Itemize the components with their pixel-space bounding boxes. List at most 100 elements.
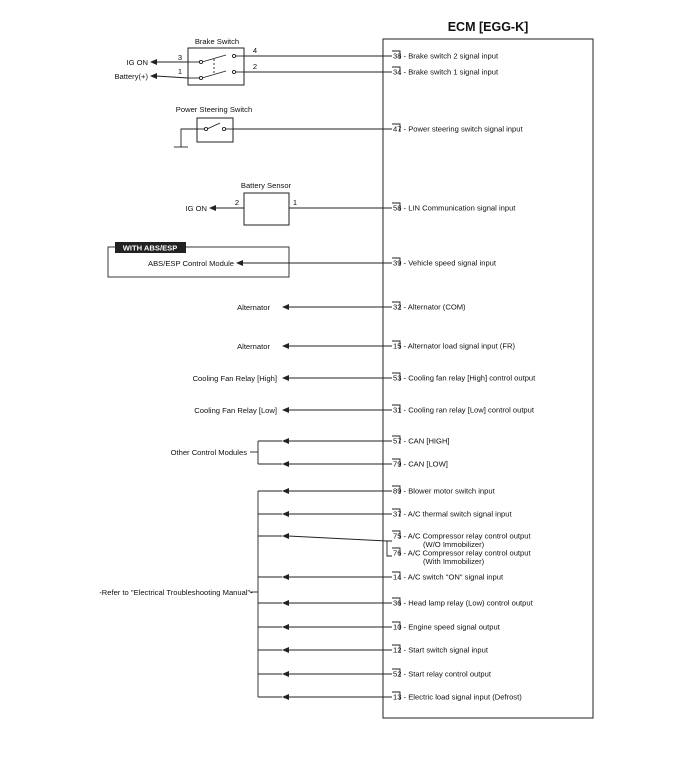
refer-wire	[287, 535, 388, 542]
battery-ig-arrow	[209, 205, 216, 211]
ecm-pin-label: 75 - A/C Compressor relay control output	[393, 532, 531, 541]
refer-arrow	[282, 671, 289, 677]
pin-bracket	[392, 50, 401, 59]
refer-lines	[258, 488, 392, 700]
pin-bracket	[392, 458, 401, 467]
refer-arrow	[282, 574, 289, 580]
ig-on-label: IG ON	[126, 58, 148, 67]
ecm-pin-label: 58 - LIN Communication signal input	[393, 204, 516, 213]
ecm-pin-label: 15 - Alternator load signal input (FR)	[393, 342, 515, 351]
ecm-pin-label: 10 - Engine speed signal output	[393, 623, 501, 632]
ecm-pin-label: 89 - Blower motor switch input	[393, 487, 496, 496]
refer-manual-label: -Refer to "Electrical Troubleshooting Ma…	[99, 588, 253, 597]
pin-bracket	[392, 404, 401, 413]
ecm-pin-row: 14 - A/C switch "ON" signal input	[392, 571, 504, 582]
ecm-pin-label: 47 - Power steering switch signal input	[393, 125, 523, 134]
refer-arrow	[282, 488, 289, 494]
fan-low-label: Cooling Fan Relay [Low]	[194, 406, 277, 415]
pin-bracket	[392, 372, 401, 381]
battery-sensor-title: Battery Sensor	[241, 181, 292, 190]
ecm-pin-row: 57 - CAN [HIGH]	[392, 435, 450, 446]
ecm-pin-row: 31 - Cooling ran relay [Low] control out…	[392, 404, 535, 415]
power-steering-title: Power Steering Switch	[176, 105, 252, 114]
ecm-pin-row: 38 - Brake switch 2 signal input	[392, 50, 499, 61]
ecm-pin-label: 36 - Head lamp relay (Low) control outpu…	[393, 599, 534, 608]
ecm-pin-label: 13 - Electric load signal input (Defrost…	[393, 693, 522, 702]
ecm-pin-row: 52 - Start relay control output	[392, 668, 492, 679]
battery-arrow	[150, 73, 157, 79]
pin-bracket	[392, 257, 401, 266]
ecm-pin-row: 89 - Blower motor switch input	[392, 485, 496, 496]
ecm-pin-label: 38 - Brake switch 2 signal input	[393, 52, 499, 61]
pin-bracket	[392, 597, 401, 606]
refer-arrow	[282, 511, 289, 517]
ecm-pin-sublabel: (W/O Immobilizer)	[423, 540, 485, 549]
ecm-pin-row: 37 - A/C thermal switch signal input	[392, 508, 512, 519]
ecm-pin-label: 12 - Start switch signal input	[393, 646, 489, 655]
brake-pin-2: 2	[253, 62, 257, 71]
other-modules-label: Other Control Modules	[171, 448, 248, 457]
ecm-pin-label: 79 - CAN [LOW]	[393, 460, 448, 469]
ecm-pin-row: 10 - Engine speed signal output	[392, 621, 501, 632]
pin-bracket	[392, 547, 401, 556]
ecm-pin-row: 47 - Power steering switch signal input	[392, 123, 523, 134]
pin-bracket	[392, 123, 401, 132]
battery-sensor-box	[243, 192, 290, 226]
pin-bracket	[392, 340, 401, 349]
pin-bracket	[392, 66, 401, 75]
abs-esp-badge	[115, 242, 186, 253]
ecm-pin-row: 39 - Vehicle speed signal input	[392, 257, 497, 268]
ecm-pin-label: 57 - CAN [HIGH]	[393, 437, 450, 446]
brake-switch-box	[187, 47, 245, 86]
ecm-pin-row: 32 - Alternator (COM)	[392, 301, 466, 312]
ecm-pin-label: 52 - Start relay control output	[393, 670, 492, 679]
battery-ig-on-label: IG ON	[185, 204, 207, 213]
pin-bracket	[392, 668, 401, 677]
ecm-pin-row: 36 - Head lamp relay (Low) control outpu…	[392, 597, 534, 608]
pin-bracket	[392, 435, 401, 444]
ecm-pin-label: 14 - A/C switch "ON" signal input	[393, 573, 504, 582]
abs-esp-module-label: ABS/ESP Control Module	[148, 259, 234, 268]
power-steering-box	[196, 117, 234, 143]
ecm-title: ECM [EGG-K]	[448, 20, 529, 34]
pin-bracket	[392, 644, 401, 653]
refer-arrow	[282, 624, 289, 630]
pin-bracket	[392, 621, 401, 630]
ecm-pin-label: 32 - Alternator (COM)	[393, 303, 466, 312]
ig-on-arrow	[150, 59, 157, 65]
ecm-pin-label: 34 - Brake switch 1 signal input	[393, 68, 499, 77]
alternator-fr-label: Alternator	[237, 342, 270, 351]
refer-arrow	[282, 694, 289, 700]
pin-bracket	[392, 530, 401, 539]
pin-bracket	[392, 691, 401, 700]
brake-pin-3: 3	[178, 53, 182, 62]
ecm-pin-sublabel: (With Immobilizer)	[423, 557, 485, 566]
ecm-pin-row: 12 - Start switch signal input	[392, 644, 489, 655]
ecm-pin-list: 38 - Brake switch 2 signal input 34 - Bra…	[392, 50, 536, 702]
ecm-pin-label: 37 - A/C thermal switch signal input	[393, 510, 512, 519]
brake-switch-title: Brake Switch	[195, 37, 239, 46]
ecm-pin-label: 53 - Cooling fan relay [High] control ou…	[393, 374, 536, 383]
pin-bracket	[392, 508, 401, 517]
ecm-pin-row: 15 - Alternator load signal input (FR)	[392, 340, 515, 351]
brake-pin-1: 1	[178, 67, 182, 76]
pin-bracket	[392, 485, 401, 494]
battery-sensor-pin-2: 2	[235, 198, 239, 207]
battery-sensor-pin-1: 1	[293, 198, 297, 207]
ecm-pin-label: 76 - A/C Compressor relay control output	[393, 549, 531, 558]
brake-pin-4: 4	[253, 46, 257, 55]
ecm-pin-label: 39 - Vehicle speed signal input	[393, 259, 497, 268]
ecm-pin-row: 13 - Electric load signal input (Defrost…	[392, 691, 522, 702]
pin-bracket	[392, 301, 401, 310]
refer-arrow	[282, 533, 289, 539]
ecm-pin-row: 75 - A/C Compressor relay control output…	[392, 530, 531, 549]
ecm-pin-row: 53 - Cooling fan relay [High] control ou…	[392, 372, 536, 383]
ecm-pin-row: 79 - CAN [LOW]	[392, 458, 448, 469]
refer-arrow	[282, 647, 289, 653]
refer-arrow	[282, 600, 289, 606]
ecm-pin-row: 76 - A/C Compressor relay control output…	[392, 547, 531, 566]
pin-bracket	[392, 571, 401, 580]
pin-bracket	[392, 202, 401, 211]
